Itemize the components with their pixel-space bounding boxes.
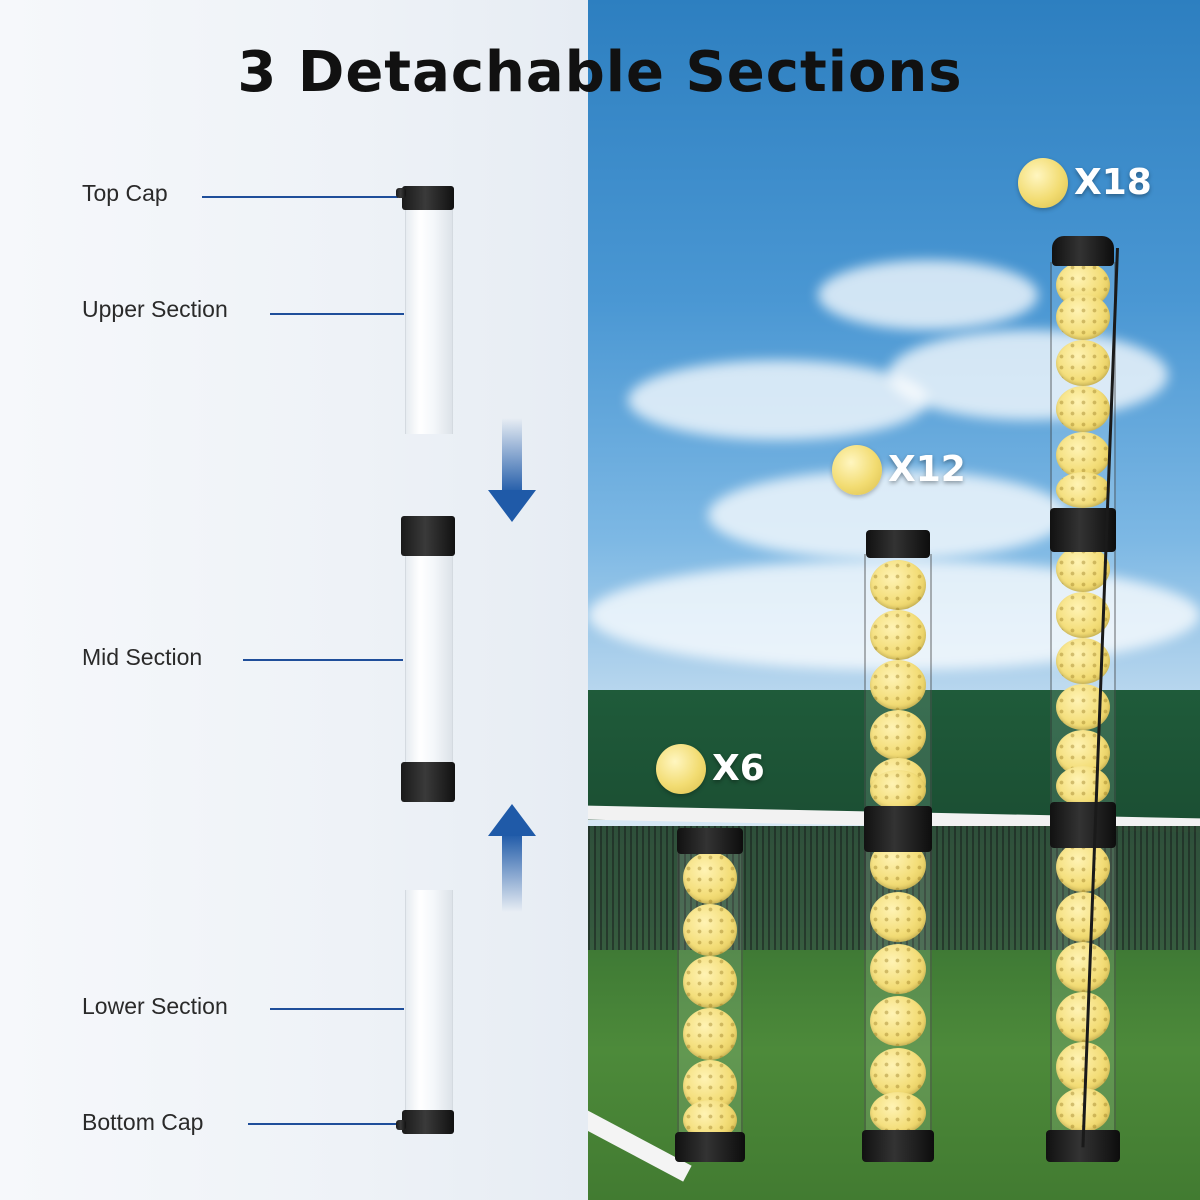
pickleball bbox=[870, 560, 926, 610]
pickleball bbox=[870, 1048, 926, 1098]
cloud bbox=[818, 260, 1038, 330]
cloud bbox=[628, 360, 928, 440]
tube-bottom-cap bbox=[862, 1130, 934, 1162]
pickleball bbox=[1056, 766, 1110, 806]
capacity-x12: X12 bbox=[888, 449, 966, 490]
mid-section-tube bbox=[405, 556, 453, 762]
label-lower-section: Lower Section bbox=[82, 993, 228, 1019]
leader-upper-section bbox=[270, 313, 404, 315]
pickleball bbox=[1056, 546, 1110, 592]
bottom-cap-clip bbox=[396, 1120, 406, 1130]
pickleball bbox=[870, 892, 926, 942]
tube-12-balls bbox=[862, 530, 934, 1162]
pickleball bbox=[683, 1008, 737, 1060]
tube-top-cap bbox=[1052, 236, 1114, 266]
pickleball-icon bbox=[1018, 158, 1068, 208]
label-mid-section: Mid Section bbox=[82, 644, 203, 670]
pickleball bbox=[683, 904, 737, 956]
pickleball bbox=[1056, 294, 1110, 340]
down-arrow-icon bbox=[488, 418, 536, 522]
pickleball bbox=[1056, 942, 1110, 992]
leader-top-cap bbox=[202, 196, 398, 198]
cloud bbox=[888, 330, 1168, 420]
tube-connector bbox=[1050, 802, 1116, 848]
left-panel bbox=[0, 0, 588, 1200]
mid-section-bottom-connector bbox=[401, 762, 455, 802]
pickleball bbox=[1056, 730, 1110, 776]
pickleball bbox=[870, 610, 926, 660]
pickleball bbox=[1056, 472, 1110, 508]
pickleball bbox=[1056, 340, 1110, 386]
pickleball bbox=[683, 852, 737, 904]
lower-section-tube bbox=[405, 890, 453, 1110]
tube-top-cap bbox=[866, 530, 930, 558]
tube-6-balls bbox=[675, 828, 745, 1162]
pickleball-icon bbox=[656, 744, 706, 794]
pickleball bbox=[1056, 992, 1110, 1042]
tube-bottom-cap bbox=[675, 1132, 745, 1162]
pickleball bbox=[870, 944, 926, 994]
pickleball bbox=[870, 1092, 926, 1134]
top-cap-clip bbox=[396, 188, 406, 198]
pickleball-icon bbox=[832, 445, 882, 495]
page-title: 3 Detachable Sections bbox=[237, 40, 963, 105]
pickleball bbox=[683, 1060, 737, 1112]
label-bottom-cap: Bottom Cap bbox=[82, 1109, 204, 1135]
pickleball bbox=[870, 770, 926, 810]
tube-top-cap bbox=[677, 828, 743, 854]
tube-connector bbox=[864, 806, 932, 852]
pickleball bbox=[683, 956, 737, 1008]
leader-mid-section bbox=[243, 659, 403, 661]
capacity-x6: X6 bbox=[712, 748, 765, 789]
pickleball bbox=[870, 996, 926, 1046]
top-cap bbox=[402, 186, 454, 210]
upper-section-tube bbox=[405, 210, 453, 434]
pickleball bbox=[1056, 432, 1110, 478]
pickleball bbox=[870, 710, 926, 760]
capacity-x18: X18 bbox=[1074, 162, 1152, 203]
pickleball bbox=[1056, 842, 1110, 892]
leader-bottom-cap bbox=[248, 1123, 400, 1125]
pickleball bbox=[870, 660, 926, 710]
label-upper-section: Upper Section bbox=[82, 296, 228, 322]
tube-18-balls bbox=[1046, 236, 1120, 1162]
leader-lower-section bbox=[270, 1008, 404, 1010]
mid-section-top-connector bbox=[401, 516, 455, 556]
up-arrow-icon bbox=[488, 804, 536, 912]
label-top-cap: Top Cap bbox=[82, 180, 168, 206]
bottom-cap bbox=[402, 1110, 454, 1134]
pickleball bbox=[1056, 892, 1110, 942]
pickleball bbox=[1056, 386, 1110, 432]
